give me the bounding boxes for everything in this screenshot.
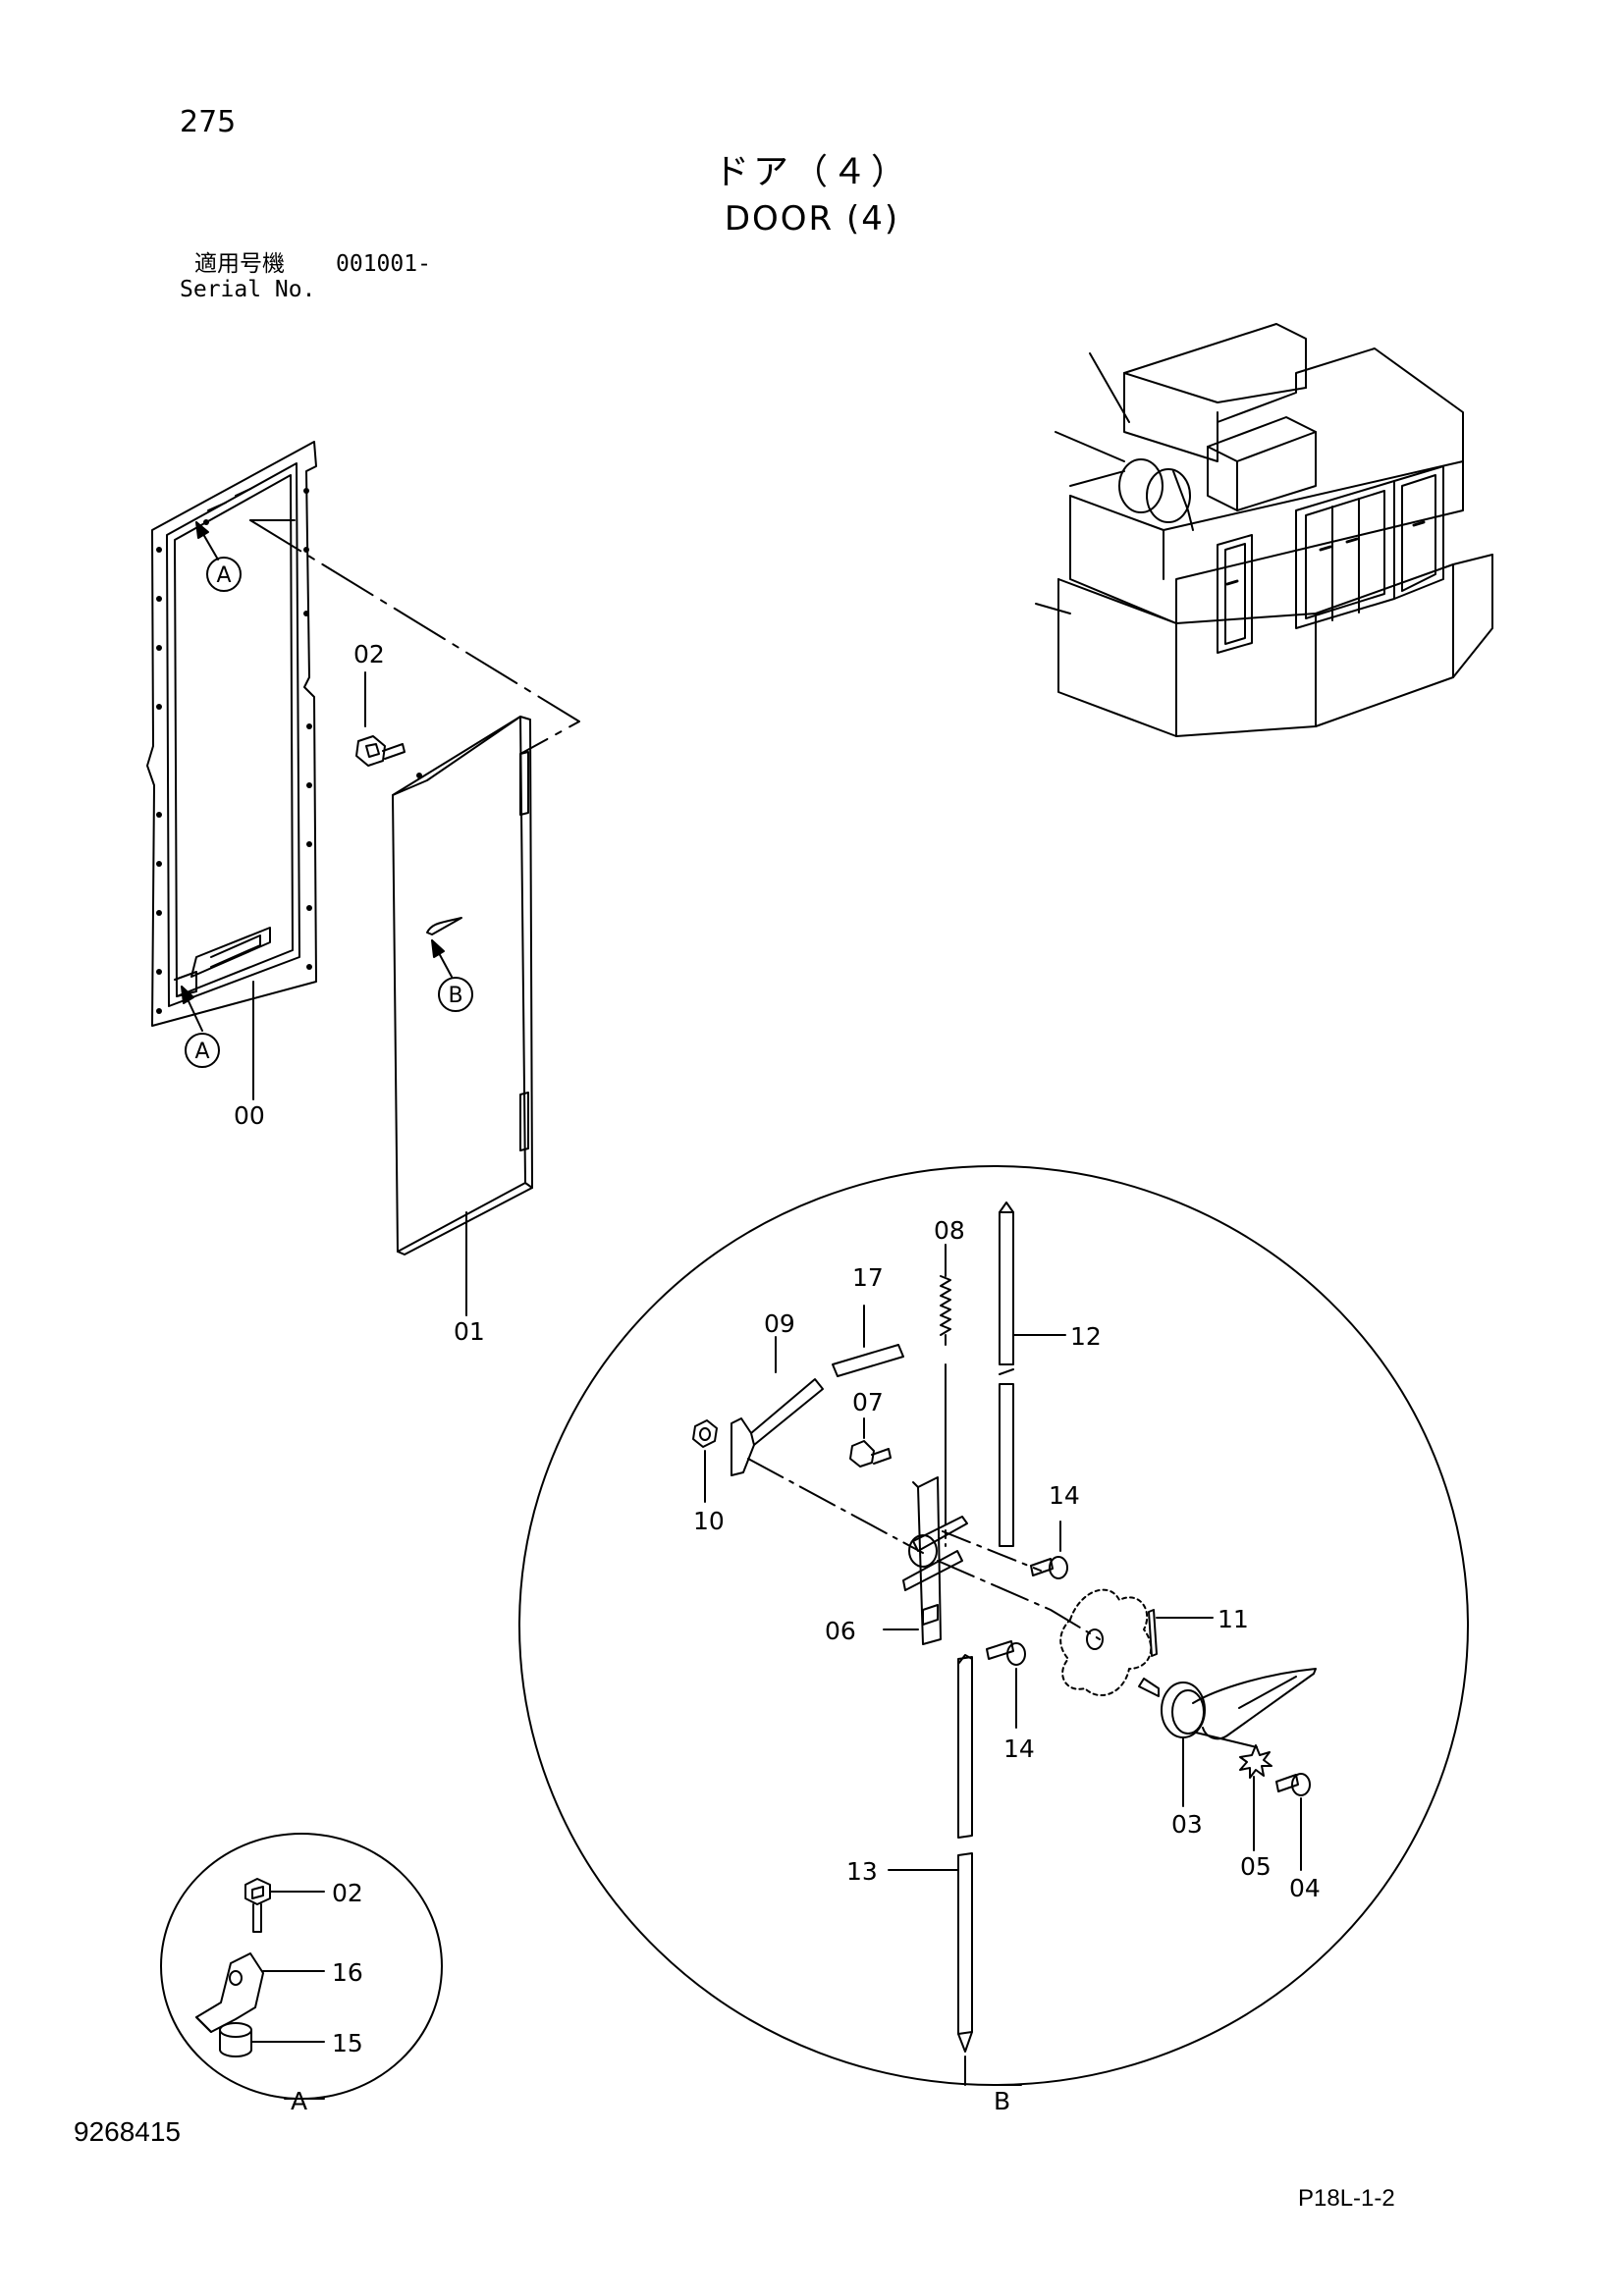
page-reference: P18L-1-2	[1298, 2185, 1395, 2212]
marker-a-bottom-label: A	[194, 1040, 209, 1064]
rod-13	[957, 1654, 973, 2053]
plate-17	[832, 1344, 904, 1377]
spacer-15	[219, 2022, 252, 2057]
title-japanese: ドア（４）	[713, 152, 910, 192]
callout-07: 07	[852, 1388, 884, 1416]
detail-b-circle	[518, 1165, 1469, 2086]
callout-01: 01	[454, 1317, 485, 1346]
callout-02-detail: 02	[332, 1879, 363, 1907]
callout-12: 12	[1070, 1322, 1102, 1351]
callout-02: 02	[353, 640, 385, 668]
callout-14-upper: 14	[1049, 1481, 1080, 1510]
detail-b-label: B	[994, 2087, 1010, 2115]
screw-04	[1275, 1773, 1311, 1796]
callout-06: 06	[825, 1617, 856, 1645]
spring-08	[940, 1263, 951, 1518]
door-panel	[392, 716, 533, 1255]
door-handle-03	[1138, 1668, 1317, 1748]
callout-10: 10	[693, 1507, 725, 1535]
callout-00: 00	[234, 1101, 265, 1130]
callout-15: 15	[332, 2029, 363, 2057]
machine-overview-illustration	[1035, 323, 1493, 737]
callout-09: 09	[764, 1309, 795, 1338]
callout-05: 05	[1240, 1852, 1272, 1881]
document-id: 9268415	[74, 2116, 182, 2147]
detail-a-label: A	[291, 2087, 307, 2115]
latch-plate-09	[731, 1378, 824, 1476]
bolt-07	[849, 1440, 892, 1468]
marker-b-label: B	[448, 984, 462, 1008]
pin-14-upper	[1030, 1556, 1068, 1579]
door-frame-gasket	[146, 441, 317, 1027]
detail-a-marker-bottom	[181, 986, 220, 1068]
bushing-10	[692, 1419, 718, 1448]
serial-number-value: 001001-	[336, 251, 431, 277]
callout-11: 11	[1218, 1605, 1249, 1633]
serial-label-japanese: 適用号機	[194, 251, 285, 277]
callout-16: 16	[332, 1958, 363, 1987]
callout-14-lower: 14	[1003, 1735, 1035, 1763]
callout-03: 03	[1171, 1810, 1203, 1839]
callout-17: 17	[852, 1263, 884, 1292]
title-english: DOOR (4)	[724, 199, 900, 239]
detail-b-marker	[431, 939, 473, 1012]
lock-assembly-06	[902, 1476, 968, 1645]
serial-label-english: Serial No.	[180, 277, 316, 302]
bolt-02	[355, 735, 406, 767]
bracket-16	[195, 1952, 264, 2033]
detail-a-marker-top	[195, 521, 242, 592]
callout-04: 04	[1289, 1874, 1321, 1902]
cotter-pin-11	[1148, 1609, 1158, 1657]
lock-washer-05	[1239, 1744, 1272, 1779]
page-number: 275	[180, 105, 237, 139]
alignment-line	[249, 519, 580, 755]
bolt-02-detail	[244, 1878, 271, 1933]
assembly-line-latch	[747, 1458, 924, 1554]
callout-13: 13	[846, 1857, 878, 1886]
marker-a-top-label: A	[216, 563, 231, 588]
callout-08: 08	[934, 1216, 965, 1245]
detail-a-circle	[160, 1833, 443, 2100]
door-skin-section	[1059, 1588, 1153, 1697]
assembly-line-handle	[937, 1560, 1101, 1640]
pin-14-lower	[986, 1640, 1026, 1666]
rod-12	[999, 1201, 1014, 1547]
